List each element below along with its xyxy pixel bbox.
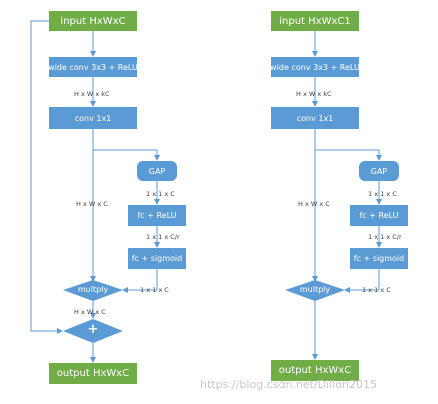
fc-relu-node-left: fc + ReLU [128,205,186,226]
fc-sigmoid-node-right: fc + sigmoid [350,248,408,269]
dims-after-wide-left: H x W x kC [74,90,110,98]
dims-main-left: H x W x C [76,200,108,208]
gap-node-right: GAP [359,161,399,181]
fc-relu-node-right: fc + ReLU [350,205,408,226]
dims-sigmoid-left: 1 x 1 x C [140,286,169,294]
wide-conv-node-left: wide conv 3x3 + ReLU [48,57,138,77]
output-node-right: output HxWxC [271,360,359,381]
arrow-fcsigmoid-to-multiply [122,269,158,293]
dims-fc-right: 1 x 1 x C/r [368,233,402,241]
conv-node-left: conv 1x1 [49,107,137,129]
dims-gap-left: 1 x 1 x C [146,190,175,198]
input-node-left: input HxWxC [49,11,137,31]
dims-sigmoid-right: 1 x 1 x C [362,286,391,294]
output-node-left: output HxWxC [49,363,137,384]
dims-after-multiply-left: H x W x C [74,308,106,316]
watermark: https://blog.csdn.net/Dillon2015 [200,378,377,391]
multiply-label-right: multply [299,285,331,294]
arrow-branch-to-gap [93,149,160,161]
multiply-node-right [285,280,345,301]
dims-after-wide-right: H x W x kC [296,90,332,98]
arrow-r-branch-to-gap [315,149,382,161]
arrow-r-fcsigmoid-to-multiply [344,269,380,293]
gap-node-left: GAP [137,161,177,181]
conv-node-right: conv 1x1 [271,107,359,129]
wide-conv-node-right: wide conv 3x3 + ReLU [270,57,360,77]
dims-gap-right: 1 x 1 x C [368,190,397,198]
add-node-left [63,319,123,343]
dims-fc-left: 1 x 1 x C/r [146,233,180,241]
add-label-left: + [87,322,99,337]
fc-sigmoid-node-left: fc + sigmoid [128,248,186,269]
multiply-label-left: multply [77,285,109,294]
multiply-node-left [63,280,123,301]
input-node-right: input HxWxC1 [271,11,359,31]
dims-main-right: H x W x C [298,200,330,208]
arrow-skip-connection [30,20,63,334]
